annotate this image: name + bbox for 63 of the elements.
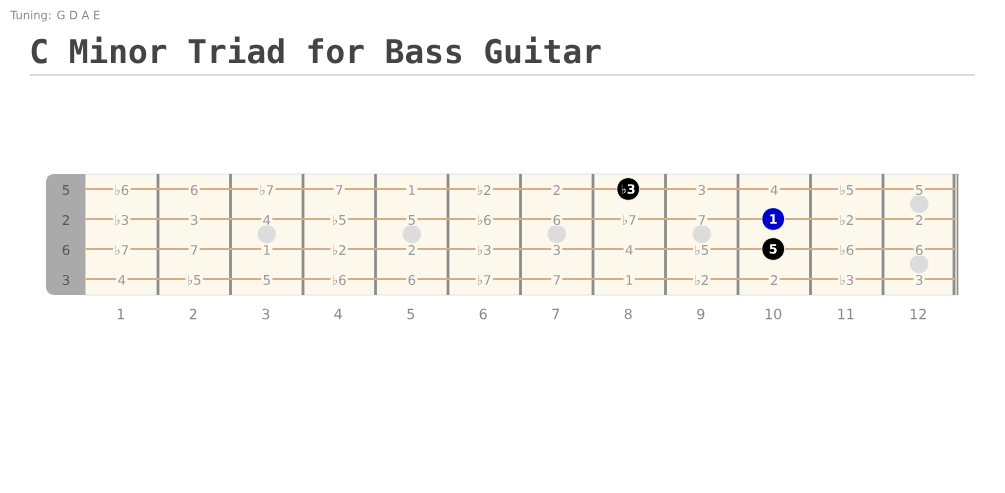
title: C Minor Triad for Bass Guitar bbox=[31, 36, 601, 64]
interval-label: ♭7 bbox=[258, 184, 276, 196]
interval-label: 7 bbox=[333, 184, 345, 196]
interval-label: ♭2 bbox=[330, 244, 348, 256]
interval-label: 5 bbox=[406, 214, 418, 226]
interval-label: ♭2 bbox=[838, 214, 856, 226]
interval-label: 4 bbox=[768, 184, 780, 196]
interval-label: ♭3 bbox=[475, 244, 493, 256]
fret-number: 11 bbox=[838, 308, 854, 320]
interval-label: 3 bbox=[551, 244, 563, 256]
interval-label: ♭5 bbox=[838, 184, 856, 196]
interval-label: 1 bbox=[261, 244, 273, 256]
open-string-label: 6 bbox=[60, 244, 72, 256]
interval-label: 4 bbox=[116, 274, 128, 286]
interval-label: 6 bbox=[406, 274, 418, 286]
interval-label: ♭7 bbox=[620, 214, 638, 226]
interval-label: 5 bbox=[261, 274, 273, 286]
interval-label: 4 bbox=[623, 244, 635, 256]
interval-label: 6 bbox=[551, 214, 563, 226]
fret-number: 1 bbox=[117, 308, 124, 320]
interval-label: 1 bbox=[623, 274, 635, 286]
interval-label: 2 bbox=[406, 244, 418, 256]
interval-label: 3 bbox=[913, 274, 925, 286]
interval-label: 4 bbox=[261, 214, 273, 226]
interval-label: 7 bbox=[696, 214, 708, 226]
open-string-label: 3 bbox=[60, 274, 72, 286]
interval-label: ♭5 bbox=[330, 214, 348, 226]
interval-label: 5 bbox=[913, 184, 925, 196]
interval-label: ♭5 bbox=[693, 244, 711, 256]
fret-number: 9 bbox=[697, 308, 705, 320]
interval-label: ♭2 bbox=[693, 274, 711, 286]
open-string-label: 2 bbox=[60, 214, 72, 226]
interval-label: ♭6 bbox=[475, 214, 493, 226]
interval-label: ♭2 bbox=[475, 184, 493, 196]
interval-label: ♭3 bbox=[113, 214, 131, 226]
interval-label: ♭5 bbox=[185, 274, 203, 286]
fret-number: 8 bbox=[624, 308, 632, 320]
interval-label: ♭7 bbox=[113, 244, 131, 256]
interval-label: 3 bbox=[188, 214, 200, 226]
interval-label: 1 bbox=[406, 184, 418, 196]
interval-label: ♭6 bbox=[113, 184, 131, 196]
interval-label: 6 bbox=[913, 244, 925, 256]
interval-label: ♭6 bbox=[330, 274, 348, 286]
open-string-label: 5 bbox=[60, 184, 72, 196]
interval-label: 3 bbox=[696, 184, 708, 196]
interval-label: 6 bbox=[188, 184, 200, 196]
fret-number: 6 bbox=[479, 308, 487, 320]
interval-label: 2 bbox=[913, 214, 925, 226]
fret-number: 3 bbox=[262, 308, 270, 320]
fret-number: 5 bbox=[407, 308, 415, 320]
interval-label: 7 bbox=[551, 274, 563, 286]
interval-label: 2 bbox=[768, 274, 780, 286]
fret-number: 7 bbox=[552, 308, 560, 320]
interval-label: ♭3 bbox=[838, 274, 856, 286]
interval-label: 2 bbox=[551, 184, 563, 196]
tuning-label: Tuning: G D A E bbox=[10, 10, 100, 22]
interval-label: ♭7 bbox=[475, 274, 493, 286]
interval-label: 7 bbox=[188, 244, 200, 256]
interval-label: ♭6 bbox=[838, 244, 856, 256]
fret-number: 2 bbox=[189, 308, 197, 320]
fret-number: 10 bbox=[765, 308, 782, 320]
fret-number: 12 bbox=[910, 308, 926, 320]
fret-number: 4 bbox=[334, 308, 342, 320]
